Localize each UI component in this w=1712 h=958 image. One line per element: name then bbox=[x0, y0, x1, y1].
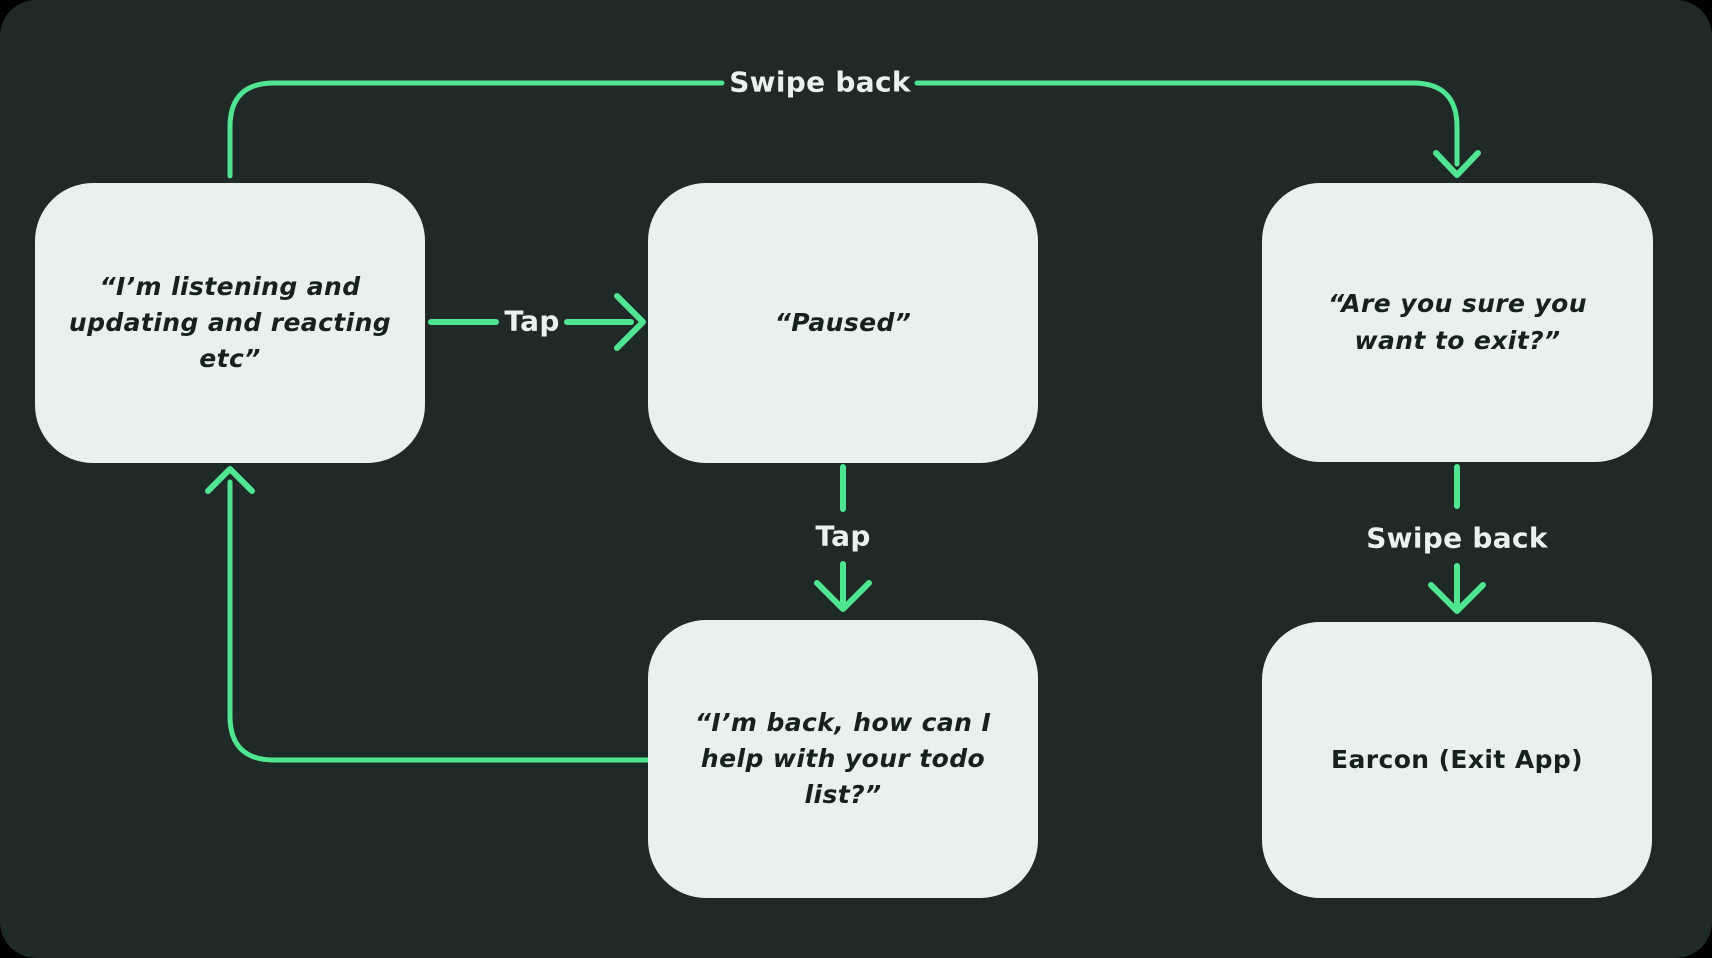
node-listening: “I’m listening and updating and reacting… bbox=[35, 183, 425, 463]
edge-swipe-back-top-left-segment bbox=[227, 80, 725, 179]
node-exit-confirm-label: “Are you sure you want to exit?” bbox=[1328, 289, 1587, 355]
arrowhead-up-into-listening bbox=[205, 466, 255, 494]
arrowhead-down-into-back-help bbox=[814, 580, 872, 612]
node-back-help: “I’m back, how can I help with your todo… bbox=[648, 620, 1038, 898]
edge-label-tap-right: Tap bbox=[504, 304, 560, 338]
arrowhead-right-into-paused bbox=[614, 293, 646, 351]
node-exit-confirm: “Are you sure you want to exit?” bbox=[1262, 183, 1653, 462]
edge-label-tap-down: Tap bbox=[815, 519, 871, 553]
node-paused: “Paused” bbox=[648, 183, 1038, 463]
edge-swipe-back-top-right-segment bbox=[914, 80, 1460, 167]
node-paused-label: “Paused” bbox=[774, 307, 912, 337]
edge-label-swipe-back-down: Swipe back bbox=[1366, 521, 1548, 555]
node-listening-label: “I’m listening and updating and reacting… bbox=[68, 271, 392, 374]
node-back-help-label: “I’m back, how can I help with your todo… bbox=[694, 707, 992, 810]
arrowhead-down-into-exit-confirm bbox=[1433, 150, 1481, 178]
edge-return-loop bbox=[227, 479, 651, 763]
node-earcon-exit-app: Earcon (Exit App) bbox=[1262, 622, 1652, 898]
edge-label-swipe-back-top: Swipe back bbox=[729, 65, 911, 99]
arrowhead-down-into-earcon bbox=[1428, 582, 1486, 614]
node-earcon-exit-app-label: Earcon (Exit App) bbox=[1331, 744, 1583, 774]
